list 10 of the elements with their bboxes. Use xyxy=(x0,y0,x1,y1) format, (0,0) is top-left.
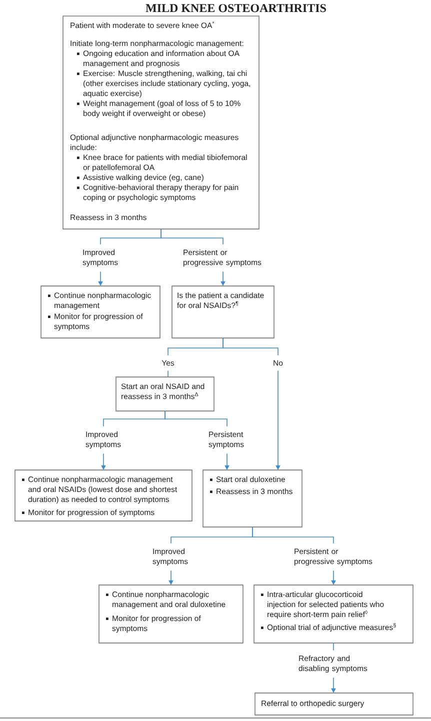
step-box xyxy=(14,470,192,522)
step-box xyxy=(40,286,160,338)
title: MILD KNEE OSTEOARTHRITIS xyxy=(146,4,326,12)
step-box xyxy=(116,376,214,412)
step-box xyxy=(254,584,414,644)
step-box xyxy=(202,470,302,528)
step-box xyxy=(254,692,414,716)
step-box xyxy=(98,584,244,644)
step-box xyxy=(62,16,260,230)
question-box xyxy=(172,286,274,338)
